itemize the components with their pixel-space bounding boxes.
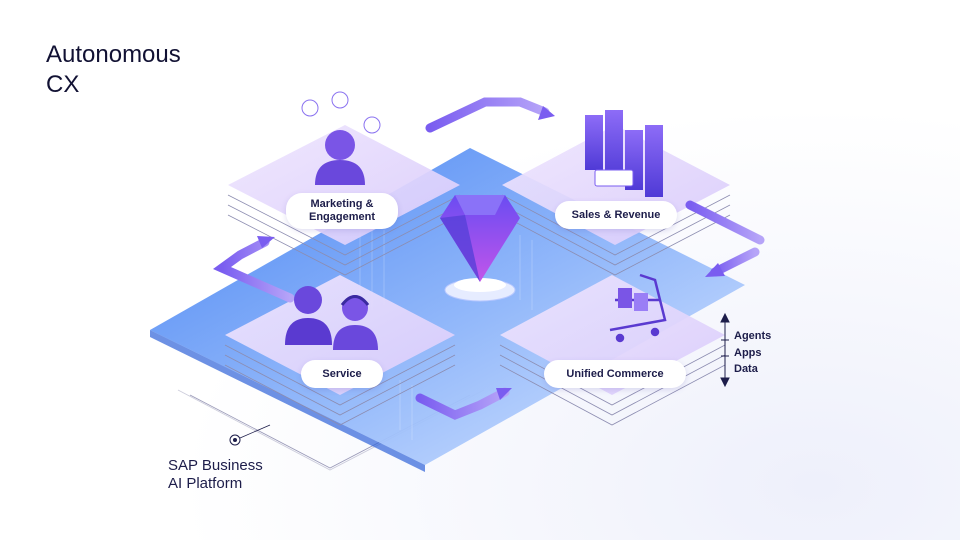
people-icon bbox=[315, 130, 365, 185]
data-streams bbox=[359, 225, 533, 440]
marketing-label-line-1: Marketing & bbox=[310, 198, 374, 210]
platform-pointer bbox=[229, 424, 271, 446]
chat-bubble-icon bbox=[301, 91, 381, 134]
service-label-text: Service bbox=[322, 367, 362, 380]
layer-legend: Agents Apps Data bbox=[734, 328, 771, 378]
service-label: Service bbox=[301, 360, 383, 388]
money-icon bbox=[594, 169, 634, 187]
marketing-label-line-2: Engagement bbox=[308, 211, 375, 223]
support-agent-icon bbox=[285, 286, 378, 350]
arrow-heads bbox=[257, 106, 725, 400]
layer-bracket bbox=[720, 312, 730, 388]
platform-label-line-2: AI Platform bbox=[168, 475, 243, 492]
page-title: Autonomous CX bbox=[46, 40, 181, 100]
shopping-cart-icon bbox=[609, 273, 667, 343]
sales-revenue-label: Sales & Revenue bbox=[555, 201, 677, 229]
title-line-2: CX bbox=[46, 71, 80, 98]
tile-layer-stacks bbox=[224, 194, 731, 426]
platform-label-line-1: SAP Business bbox=[168, 457, 263, 474]
marketing-engagement-label: Marketing & Engagement bbox=[286, 193, 398, 229]
layer-data: Data bbox=[734, 363, 758, 375]
ai-platform-edge bbox=[150, 330, 425, 472]
title-line-1: Autonomous bbox=[46, 41, 181, 68]
gem-icon bbox=[440, 195, 520, 302]
flow-arrows bbox=[213, 97, 765, 420]
unified-commerce-label: Unified Commerce bbox=[544, 360, 686, 388]
sales-label-text: Sales & Revenue bbox=[571, 208, 661, 221]
commerce-label-text: Unified Commerce bbox=[566, 367, 664, 380]
platform-label: SAP Business AI Platform bbox=[168, 457, 263, 493]
layer-apps: Apps bbox=[734, 346, 762, 359]
layer-agents: Agents bbox=[734, 330, 772, 342]
bar-chart-icon bbox=[585, 110, 663, 197]
